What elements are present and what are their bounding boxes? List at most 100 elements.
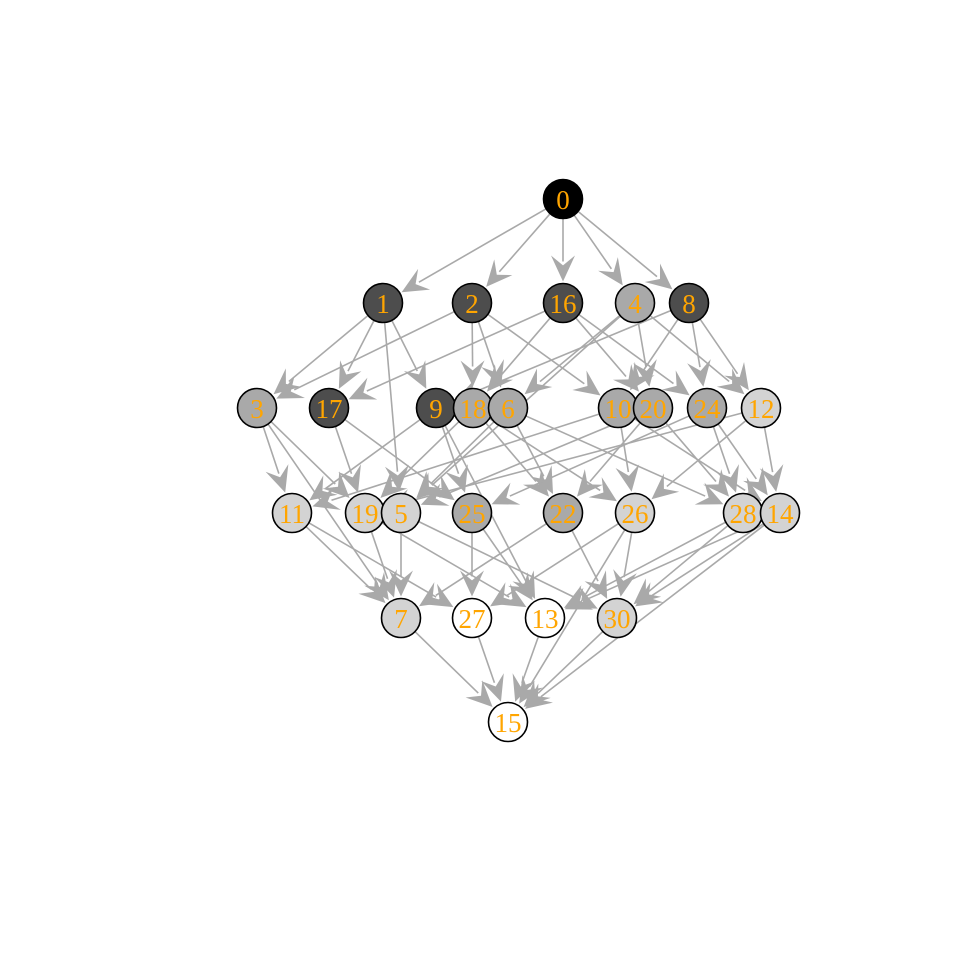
node-6[interactable]: 6 <box>487 387 529 429</box>
node-16[interactable]: 16 <box>542 282 584 324</box>
arrowhead <box>702 469 730 497</box>
node-circle[interactable] <box>271 492 313 534</box>
edge-line <box>381 522 510 598</box>
edge-19-7 <box>370 531 397 598</box>
node-18[interactable]: 18 <box>452 387 494 429</box>
node-circle[interactable] <box>542 282 584 324</box>
node-label: 10 <box>605 394 632 424</box>
node-9[interactable]: 9 <box>415 387 457 429</box>
arrowhead <box>460 570 484 597</box>
node-label: 13 <box>532 604 559 634</box>
arrowhead <box>644 263 673 290</box>
node-26[interactable]: 26 <box>614 492 656 534</box>
arrowhead <box>497 583 527 608</box>
edge-line <box>441 426 460 475</box>
arrowhead <box>508 572 533 601</box>
node-20[interactable]: 20 <box>632 387 674 429</box>
node-circle[interactable] <box>686 387 728 429</box>
node-circle[interactable] <box>380 492 422 534</box>
node-4[interactable]: 4 <box>614 282 656 324</box>
node-14[interactable]: 14 <box>759 492 801 534</box>
node-11[interactable]: 11 <box>271 492 313 534</box>
node-7[interactable]: 7 <box>380 597 422 639</box>
node-label: 8 <box>682 289 696 319</box>
node-circle[interactable] <box>740 387 782 429</box>
node-circle[interactable] <box>308 387 350 429</box>
node-3[interactable]: 3 <box>236 387 278 429</box>
edge-line <box>308 522 437 598</box>
edge-18-26 <box>488 417 617 502</box>
arrowhead <box>724 362 749 391</box>
arrowhead <box>490 582 519 607</box>
node-28[interactable]: 28 <box>722 492 764 534</box>
edge-6-22 <box>516 424 554 494</box>
edge-line <box>305 525 372 590</box>
node-1[interactable]: 1 <box>362 282 404 324</box>
node-19[interactable]: 19 <box>344 492 386 534</box>
edge-18-22 <box>485 422 550 497</box>
node-25[interactable]: 25 <box>451 492 493 534</box>
node-circle[interactable] <box>451 282 493 324</box>
node-5[interactable]: 5 <box>380 492 422 534</box>
node-8[interactable]: 8 <box>668 282 710 324</box>
node-circle[interactable] <box>487 701 529 743</box>
edge-line <box>540 524 766 698</box>
node-circle[interactable] <box>236 387 278 429</box>
node-15[interactable]: 15 <box>487 701 529 743</box>
node-circle[interactable] <box>451 597 493 639</box>
edge-line <box>573 214 613 270</box>
node-circle[interactable] <box>759 492 801 534</box>
node-24[interactable]: 24 <box>686 387 728 429</box>
edge-line <box>712 426 731 475</box>
edge-line <box>262 426 280 474</box>
node-13[interactable]: 13 <box>524 597 566 639</box>
arrowhead <box>312 487 341 510</box>
node-2[interactable]: 2 <box>451 282 493 324</box>
edge-10-26 <box>615 427 640 492</box>
node-12[interactable]: 12 <box>740 387 782 429</box>
edge-line <box>293 310 455 391</box>
arrowhead <box>416 471 444 498</box>
edge-line <box>430 421 495 485</box>
edge-line <box>571 529 599 582</box>
node-circle[interactable] <box>542 178 584 220</box>
node-circle[interactable] <box>380 597 422 639</box>
node-22[interactable]: 22 <box>542 492 584 534</box>
edge-line <box>623 532 633 578</box>
node-circle[interactable] <box>614 282 656 324</box>
edge-24-25 <box>491 415 690 505</box>
node-label: 1 <box>376 289 390 319</box>
arrowhead <box>445 464 468 493</box>
edge-line <box>620 427 630 473</box>
node-circle[interactable] <box>632 387 674 429</box>
arrowhead <box>694 482 724 505</box>
edge-layer <box>262 208 784 709</box>
node-circle[interactable] <box>362 282 404 324</box>
arrowhead <box>530 465 554 494</box>
edge-14-15 <box>525 524 766 709</box>
edge-line <box>525 415 706 497</box>
edge-line <box>691 322 701 368</box>
node-circle[interactable] <box>668 282 710 324</box>
node-circle[interactable] <box>596 597 638 639</box>
edge-line <box>347 319 375 372</box>
node-circle[interactable] <box>614 492 656 534</box>
node-circle[interactable] <box>524 597 566 639</box>
arrowhead <box>465 680 493 708</box>
node-label: 5 <box>394 499 408 529</box>
node-circle[interactable] <box>542 492 584 534</box>
node-30[interactable]: 30 <box>596 597 638 639</box>
arrowhead <box>588 477 617 502</box>
node-0[interactable]: 0 <box>542 178 584 220</box>
node-10[interactable]: 10 <box>597 387 639 429</box>
edge-26-27 <box>490 522 620 607</box>
edge-14-30 <box>635 522 765 607</box>
node-label: 6 <box>501 394 515 424</box>
arrowhead <box>615 464 640 492</box>
node-17[interactable]: 17 <box>308 387 350 429</box>
node-circle[interactable] <box>451 492 493 534</box>
edge-26-15 <box>519 529 626 704</box>
node-27[interactable]: 27 <box>451 597 493 639</box>
edge-line <box>521 636 540 684</box>
node-circle[interactable] <box>487 387 529 429</box>
